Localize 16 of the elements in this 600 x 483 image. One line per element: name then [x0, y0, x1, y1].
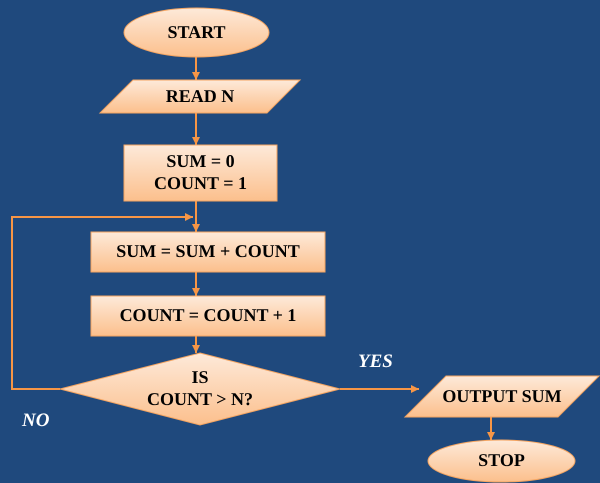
node-label: OUTPUT SUM: [442, 386, 562, 408]
node-label: SUM = 0 COUNT = 1: [154, 151, 247, 195]
arrow: [487, 417, 495, 440]
arrow: [192, 336, 200, 353]
node-label: SUM = SUM + COUNT: [116, 241, 300, 263]
arrow: [192, 113, 200, 145]
arrow: [192, 272, 200, 296]
node-label: IS COUNT > N?: [147, 367, 253, 411]
arrow: [340, 385, 419, 393]
node-label: COUNT = COUNT + 1: [120, 305, 296, 327]
node-label: STOP: [478, 450, 525, 472]
arrow: [192, 57, 200, 80]
arrow: [11, 213, 193, 390]
node-label: READ N: [166, 86, 234, 108]
arrow: [192, 201, 200, 232]
node-label: START: [167, 22, 226, 44]
